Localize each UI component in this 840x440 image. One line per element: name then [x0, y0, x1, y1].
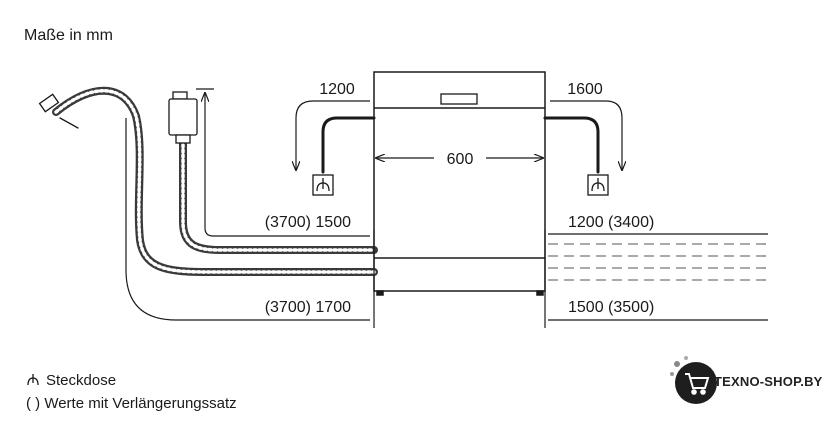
- drain-hose: [38, 86, 378, 276]
- left-lower-hose-label: (3700) 1700: [265, 299, 351, 316]
- foot-left: [376, 290, 384, 296]
- legend-socket-label: Steckdose: [46, 372, 117, 389]
- width-label: 600: [447, 151, 474, 168]
- legend-parentheses-label: ( ) Werte mit Verlängerungssatz: [26, 395, 237, 412]
- left-upper-hose-label: (3700) 1500: [265, 214, 351, 231]
- shopping-cart-icon: [685, 373, 710, 395]
- cabinet-reference-lines: [373, 230, 546, 328]
- tap-height-dimension: [196, 88, 370, 237]
- legend-socket: Steckdose: [26, 372, 116, 389]
- left-socket-drop-dimension: [296, 100, 370, 170]
- shop-logo: [670, 356, 717, 404]
- shop-logo-text: TEXNO-SHOP.BY: [714, 374, 823, 389]
- dishwasher: [373, 71, 546, 296]
- right-dimension-lines: [548, 233, 768, 321]
- legend-parentheses: ( ) Werte mit Verlängerungssatz: [26, 395, 237, 412]
- right-socket-drop-dimension: [550, 100, 622, 170]
- drain-hook-icon: [38, 93, 79, 129]
- units-heading: Maße in mm: [24, 27, 113, 44]
- right-extension-hoses: [548, 243, 768, 281]
- water-tap-icon: [168, 91, 198, 144]
- right-lower-hose-label: 1500 (3500): [568, 299, 654, 316]
- left-socket-drop-label: 1200: [319, 81, 355, 98]
- socket-symbol-icon: [27, 374, 39, 386]
- right-socket-icon: [587, 174, 609, 196]
- inlet-hose: [179, 136, 378, 254]
- foot-right: [536, 290, 544, 296]
- right-upper-hose-label: 1200 (3400): [568, 214, 654, 231]
- control-panel-display: [440, 93, 478, 105]
- right-socket-drop-label: 1600: [567, 81, 603, 98]
- left-socket-icon: [312, 174, 334, 196]
- left-lower-dimension: [125, 118, 370, 321]
- power-cords: [321, 116, 600, 174]
